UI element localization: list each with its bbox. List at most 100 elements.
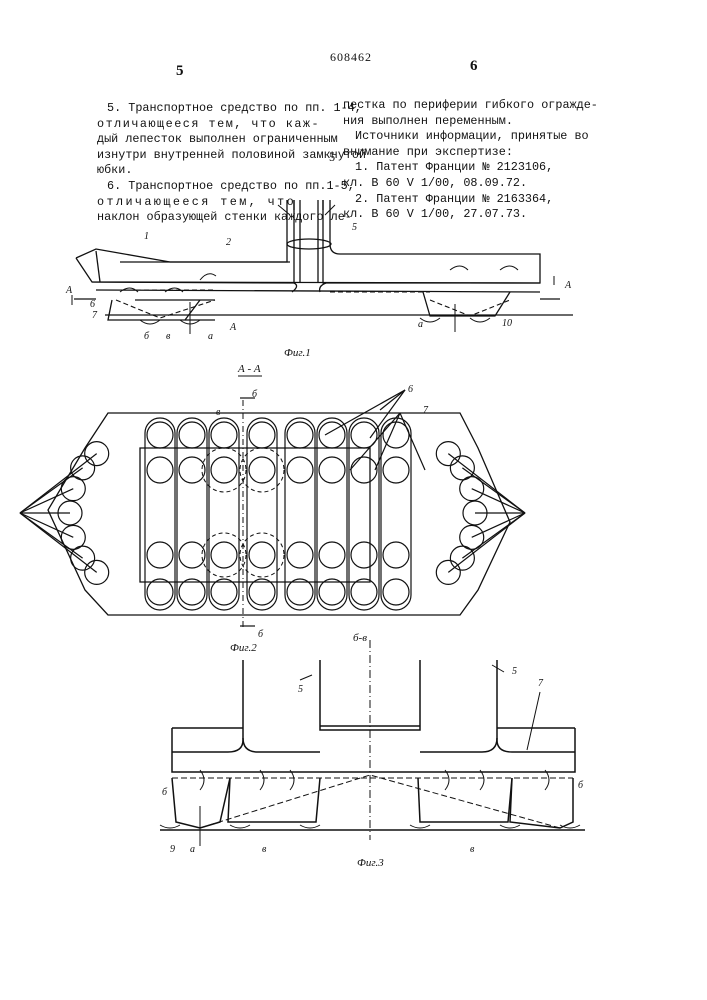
fig1-label-b: б — [144, 331, 150, 342]
fig2-cell-circle — [249, 579, 275, 605]
left-line: 6. Транспортное средство по пп.1-5, — [97, 179, 366, 195]
figure-3-caption: Фиг.3 — [357, 857, 384, 869]
fig3-label-9: 9 — [170, 844, 175, 855]
left-column-text: 5. Транспортное средство по пп. 1-4, отл… — [97, 101, 366, 226]
fig1-label-A: А — [229, 322, 237, 333]
fig2-cell-circle — [179, 457, 205, 483]
fig1-section-A-right: А — [564, 280, 572, 291]
fig2-cell-column — [349, 418, 379, 610]
fig2-cell-circle — [211, 457, 237, 483]
fig2-cell-column — [177, 418, 207, 610]
fig2-petal-circle — [463, 501, 487, 525]
figure-1-caption: Фиг.1 — [284, 347, 311, 359]
fig2-cell-column — [285, 418, 315, 610]
fig2-cell-circle — [249, 422, 275, 448]
fig2-cell-circle — [351, 542, 377, 568]
fig2-petal-circle — [71, 456, 95, 480]
fig2-cell-circle — [351, 422, 377, 448]
fig2-cell-circle — [179, 542, 205, 568]
fig2-petal-line — [472, 513, 525, 537]
page-number-left: 5 — [176, 63, 184, 80]
fig2-cell-circle — [319, 422, 345, 448]
fig2-petal-line — [20, 454, 97, 513]
fig2-cell-circle — [383, 542, 409, 568]
right-line: Источники информации, принятые во — [343, 129, 598, 145]
fig2-cell-circle — [211, 542, 237, 568]
fig2-cell-circle — [351, 457, 377, 483]
right-line: кл. В 60 V 1/00, 08.09.72. — [343, 176, 598, 192]
fig2-cell-circle — [287, 457, 313, 483]
fig2-section-title: А - А — [237, 363, 261, 375]
left-line: юбки. — [97, 163, 366, 179]
fig2-cell-circle — [211, 422, 237, 448]
fig2-petal-line — [20, 513, 97, 572]
fig2-cell-circle — [179, 422, 205, 448]
fig3-label-7: 7 — [538, 678, 544, 689]
fig2-petal-line — [462, 468, 525, 513]
fig2-cell-circle — [383, 422, 409, 448]
left-line: дый лепесток выполнен ограниченным — [97, 132, 366, 148]
fig2-cell-circle — [211, 579, 237, 605]
fig2-petal-line — [20, 513, 73, 537]
fig2-petal-line — [472, 489, 525, 513]
fig1-label-v: в — [166, 331, 171, 342]
fig3-label-a: а — [190, 844, 195, 855]
fig2-cell-column — [247, 418, 277, 610]
fig2-cell-column — [381, 418, 411, 610]
fig2-petal-circle — [436, 442, 460, 466]
fig2-petal-circle — [61, 477, 85, 501]
fig2-petal-circle — [460, 525, 484, 549]
fig3-label-5a: 5 — [298, 684, 303, 695]
fig2-cell-circle — [179, 579, 205, 605]
fig2-petal-circle — [85, 442, 109, 466]
fig1-label-7: 7 — [92, 310, 98, 321]
fig2-petal-circle — [436, 560, 460, 584]
fig3-section-title: б-в — [353, 632, 367, 644]
right-column-text: пестка по периферии гибкого огражде- ния… — [343, 98, 598, 223]
fig2-petal-circle — [450, 546, 474, 570]
page-number-right: 6 — [470, 58, 478, 75]
fig2-petal-line — [20, 468, 83, 513]
fig2-cell-circle — [287, 579, 313, 605]
fig2-cell-circle — [319, 542, 345, 568]
fig2-petal-line — [448, 454, 525, 513]
figure-2-caption: Фиг.2 — [230, 642, 257, 654]
fig2-outer-outline — [48, 413, 510, 615]
left-line: отличающееся тем, что — [97, 195, 366, 211]
right-line: внимание при экспертизе: — [343, 145, 598, 161]
left-line: наклон образующей стенки каждого ле- — [97, 210, 366, 226]
fig2-cell-circle — [351, 579, 377, 605]
fig2-cell-circle — [249, 542, 275, 568]
fig2-cell-circle — [383, 457, 409, 483]
fig2-cell-circle — [319, 579, 345, 605]
fig2-petal-line — [448, 513, 525, 572]
fig1-section-A-left: А — [65, 285, 73, 296]
fig2-cell-circle — [147, 579, 173, 605]
fig1-label-10: 10 — [502, 318, 512, 329]
fig2-petal-circle — [61, 525, 85, 549]
left-line: отличающееся тем, что каж- — [97, 117, 366, 133]
fig2-petal-line — [20, 489, 73, 513]
fig3-label-6-right: б — [578, 780, 584, 791]
fig2-label-7: 7 — [423, 405, 429, 416]
fig2-petal-line — [462, 513, 525, 558]
fig2-label-b-bottom: б — [258, 629, 264, 640]
fig2-petal-line — [20, 513, 83, 558]
fig3-label-v1: в — [262, 844, 267, 855]
fig2-petal-circle — [460, 477, 484, 501]
fig2-cell-circle — [383, 579, 409, 605]
right-skirt — [423, 292, 510, 316]
fig1-label-a: а — [208, 331, 213, 342]
fig2-petal-circle — [85, 560, 109, 584]
fig2-petal-circle — [71, 546, 95, 570]
fig2-cell-column — [317, 418, 347, 610]
document-number: 608462 — [330, 50, 372, 65]
fig2-label-6: 6 — [408, 384, 413, 395]
fig2-petal-circle — [58, 501, 82, 525]
fig2-label-b-top: б — [252, 389, 258, 400]
fig2-cell-circle — [147, 422, 173, 448]
left-line: изнутри внутренней половиной замкнутой — [97, 148, 366, 164]
right-line: 1. Патент Франции № 2123106, — [343, 160, 598, 176]
left-line: 5. Транспортное средство по пп. 1-4, — [97, 101, 366, 117]
fig1-label-2: 2 — [226, 237, 231, 248]
